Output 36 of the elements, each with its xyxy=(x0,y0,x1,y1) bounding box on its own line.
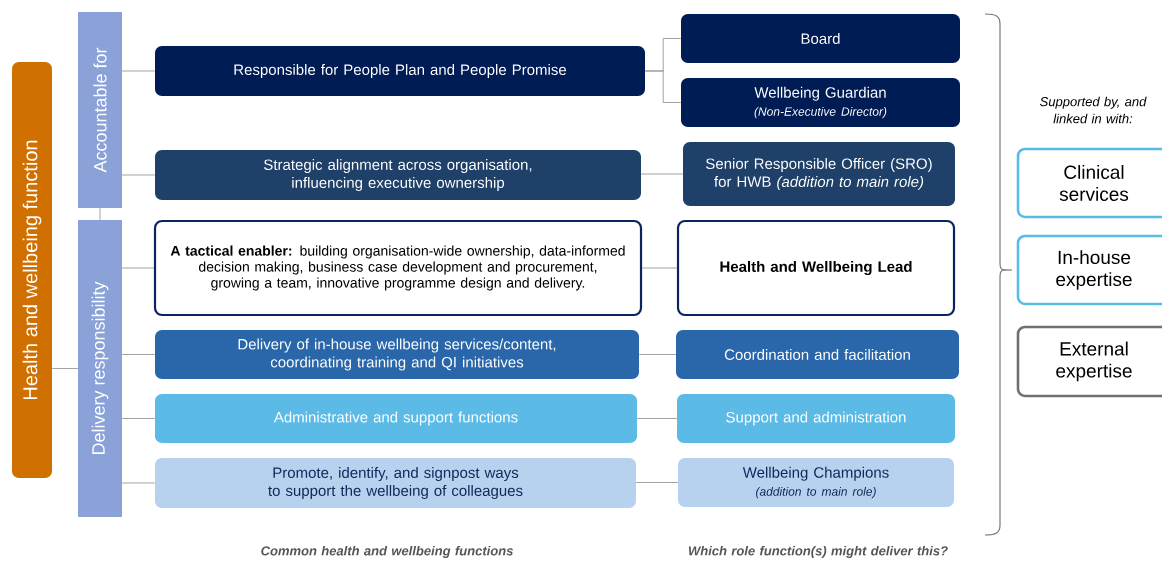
function-box: Responsible for People Plan and People Promise xyxy=(155,46,645,96)
connector-line xyxy=(121,418,156,419)
role-box: Senior Responsible Officer (SRO) for HWB (addition to main role) xyxy=(683,142,955,206)
connector-line xyxy=(121,70,156,72)
column-caption: Which role function(s) might deliver this? xyxy=(688,545,948,559)
connector-line xyxy=(121,174,156,176)
connector-line xyxy=(121,354,156,355)
function-box: A tactical enabler: building organisation-wide ownership, data-informed decision making, business case development and procurement, growing a team, innovative programme design and delivery. xyxy=(153,219,643,317)
function-box: Delivery of in-house wellbeing services/content, coordinating training and QI initiatives xyxy=(155,330,639,379)
connector-line xyxy=(99,207,101,221)
role-box: Wellbeing Guardian (Non-Executive Director) xyxy=(681,78,960,127)
support-box: In-house expertise xyxy=(1016,234,1162,306)
connector-line xyxy=(635,482,679,483)
connector-line xyxy=(51,368,79,369)
function-box: Promote, identify, and signpost ways to support the wellbeing of colleagues xyxy=(155,458,636,508)
role-box: Support and administration xyxy=(677,394,955,443)
connector-line xyxy=(121,267,155,269)
category-bar: Accountable for xyxy=(78,12,122,208)
role-box: Coordination and facilitation xyxy=(676,330,959,379)
note-text: Supported by, and linked in with: xyxy=(1040,96,1147,124)
role-box: Health and Wellbeing Lead xyxy=(676,219,956,317)
support-box: External expertise xyxy=(1016,325,1162,398)
connector-line xyxy=(636,418,678,419)
column-caption: Common health and wellbeing functions xyxy=(261,545,513,559)
support-box: Clinical services xyxy=(1016,147,1162,219)
category-bar: Delivery responsibility xyxy=(78,220,122,517)
connector-line xyxy=(641,267,678,269)
role-box: Board xyxy=(681,14,960,63)
connector-line xyxy=(121,482,156,484)
function-box: Administrative and support functions xyxy=(155,394,637,443)
connector-line xyxy=(644,70,682,103)
role-box: Wellbeing Champions (addition to main role) xyxy=(678,458,954,507)
category-bar: Health and wellbeing function xyxy=(12,62,52,478)
connector-line xyxy=(640,173,684,175)
function-box: Strategic alignment across organisation, influencing executive ownership xyxy=(155,150,641,200)
connector-line xyxy=(638,354,677,355)
